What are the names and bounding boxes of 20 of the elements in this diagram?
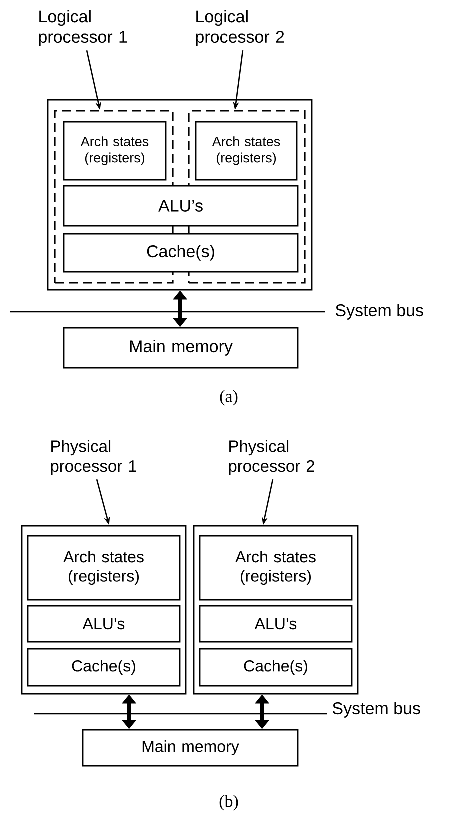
cache-box: Cache(s) [27, 648, 181, 687]
alu-box: ALU’s [27, 605, 181, 643]
processor-label: Logical processor 2 [196, 10, 284, 46]
bus-label: System bus [332, 702, 420, 718]
register-box: Arch states (registers) [195, 121, 298, 181]
register-box: Arch states (registers) [63, 121, 167, 181]
processor-label: Logical processor 1 [39, 10, 128, 46]
memory-box: Main memory [82, 729, 299, 767]
register-box: Arch states (registers) [27, 535, 181, 601]
register-box: Arch states (registers) [199, 535, 353, 601]
processor-label: Physical processor 1 [51, 440, 136, 476]
subfigure-caption: (a) [220, 390, 238, 406]
alu-box: ALU’s [199, 605, 353, 643]
cache-box: Cache(s) [199, 648, 353, 687]
alu-box: ALU’s [63, 185, 299, 227]
subfigure-caption: (b) [220, 795, 238, 811]
bus-label: System bus [336, 304, 424, 320]
cache-box: Cache(s) [63, 233, 299, 273]
memory-box: Main memory [63, 327, 299, 369]
processor-label: Physical processor 2 [229, 440, 314, 476]
